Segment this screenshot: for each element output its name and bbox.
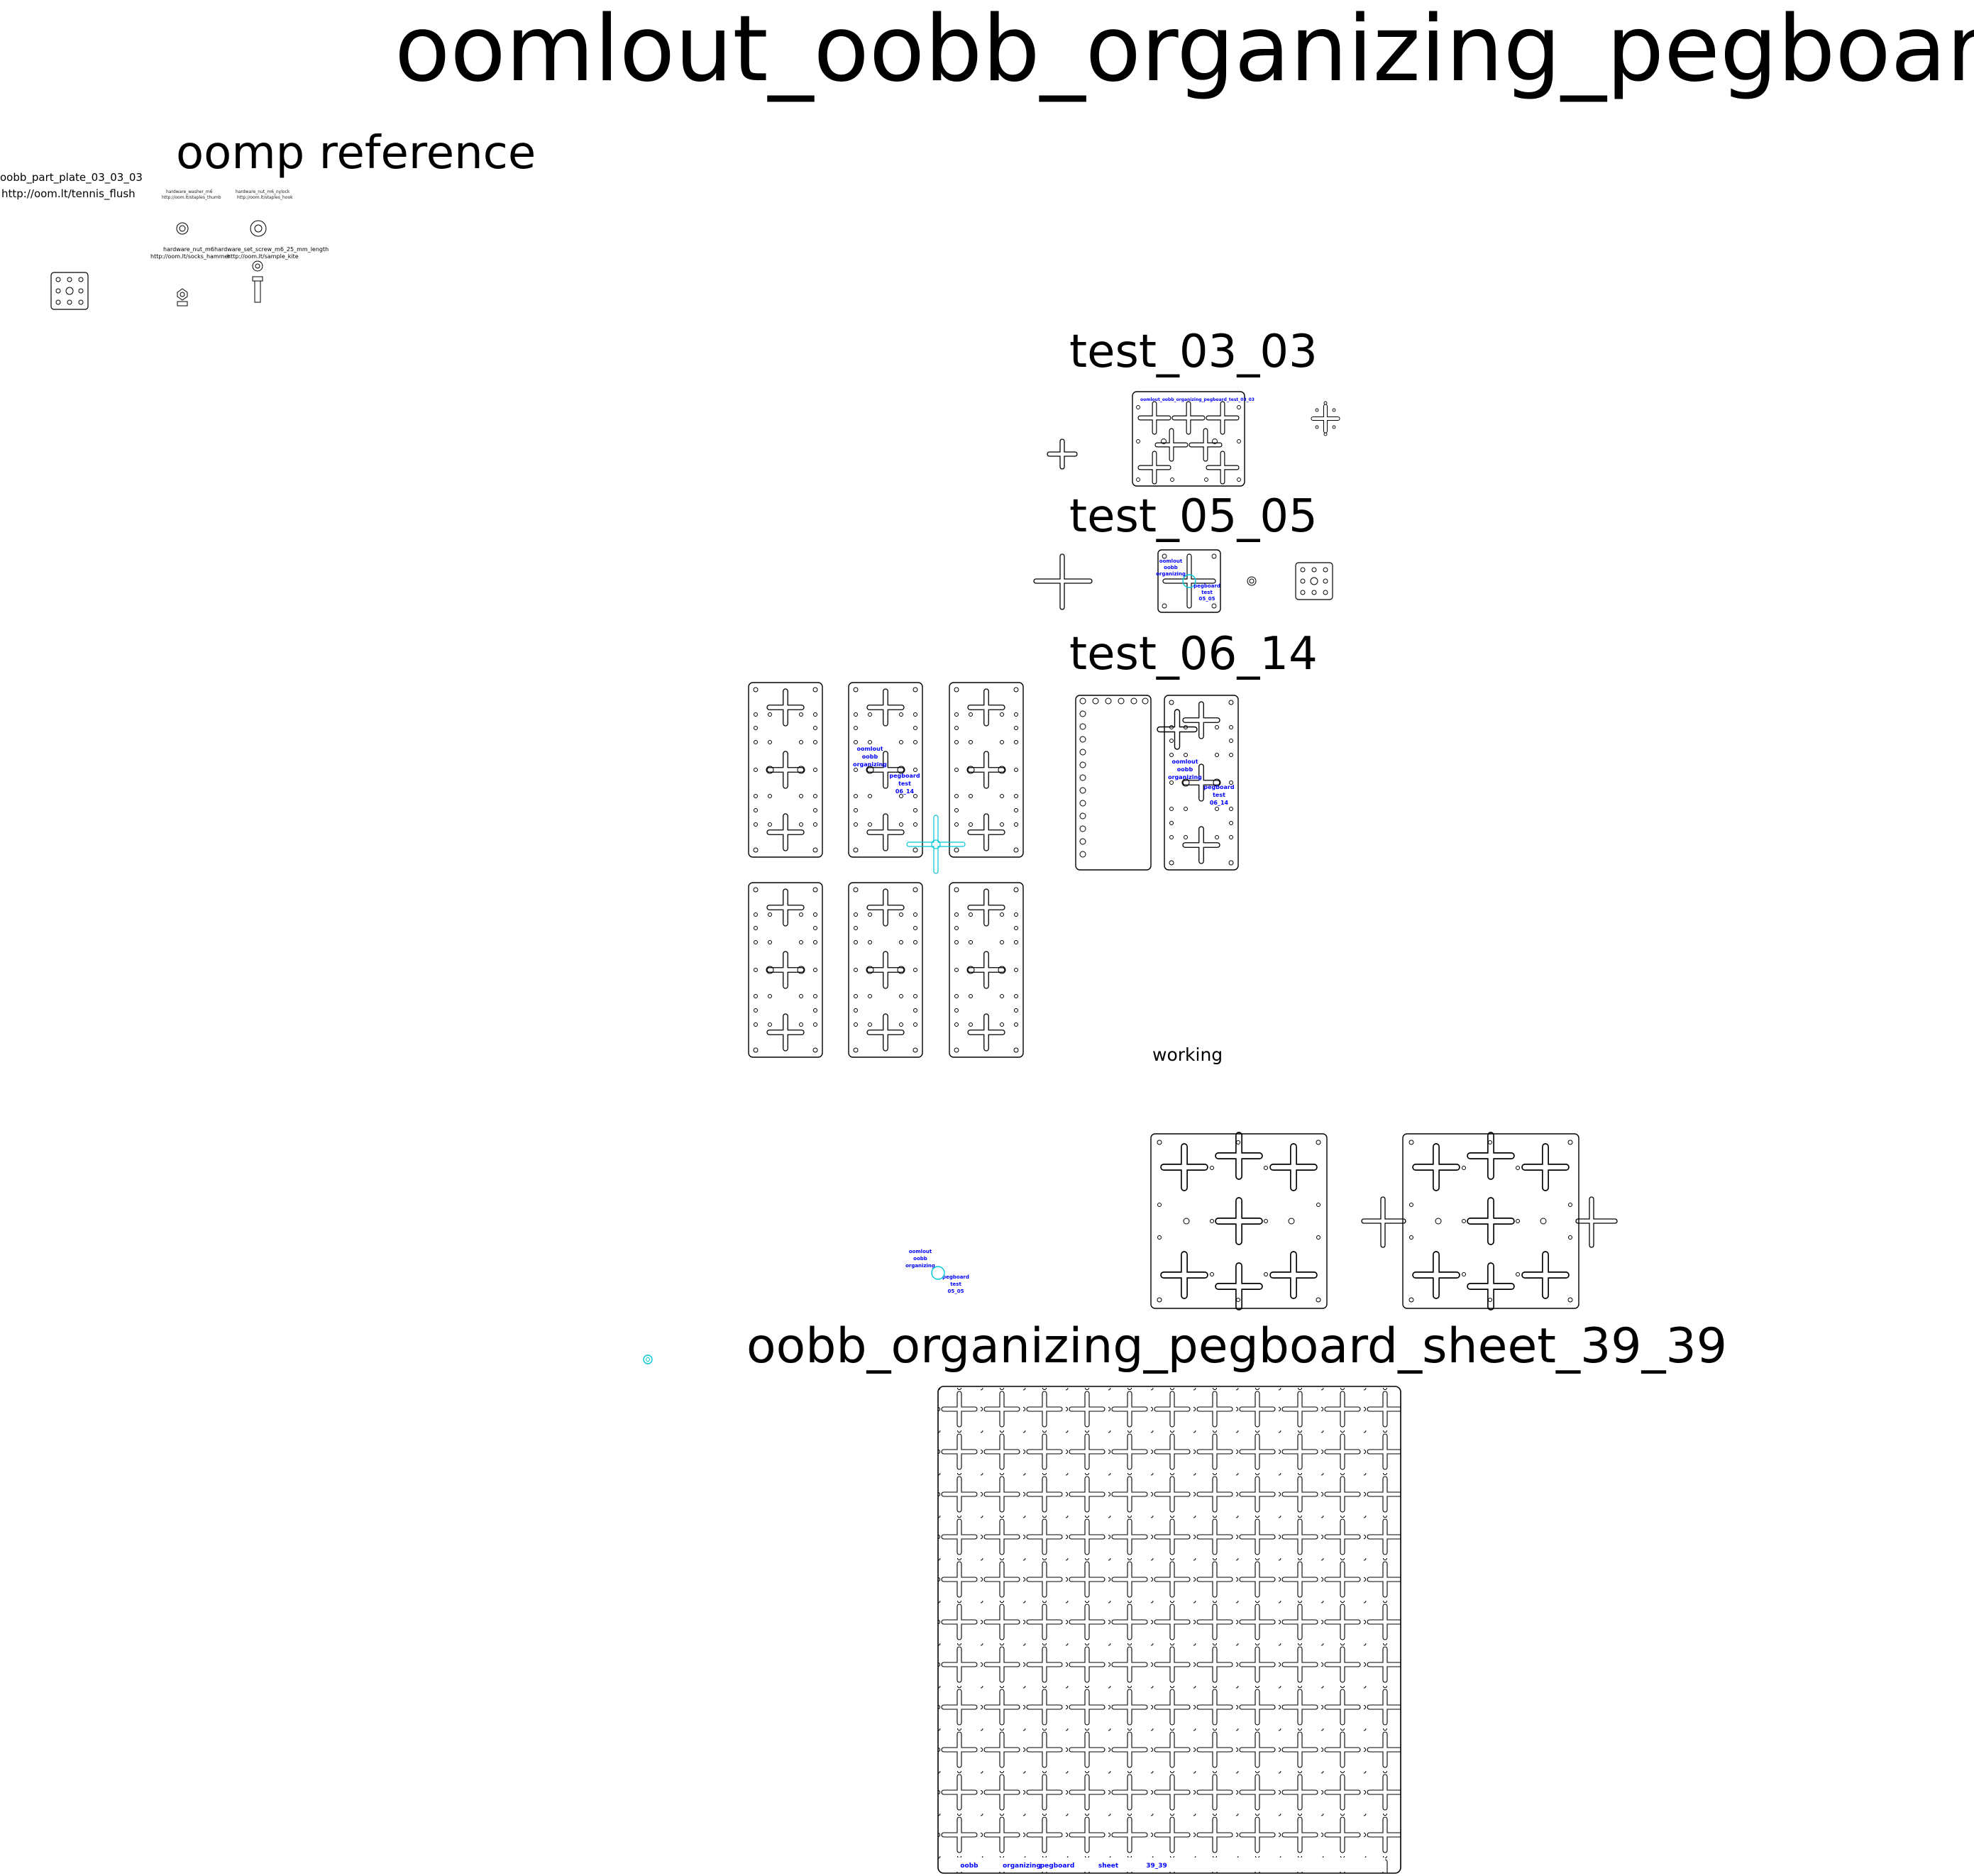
engraving-loose-b-3: 05_05 — [948, 1289, 964, 1294]
reference-screw-url: http://oom.lt/sample_kite — [227, 253, 299, 260]
test-06-highlight-cross — [906, 815, 966, 874]
test-06-engraving-a: oomlout oobb organizing pegboard test 06… — [853, 746, 920, 795]
engraving-test-03: oomlout_oobb_organizing_pegboard_test_03… — [1140, 397, 1255, 402]
engraving-t06r-a-3: organizing — [1168, 774, 1202, 780]
sheet-engrave-5: 39_39 — [1146, 1863, 1167, 1870]
test-05-small-plate — [1295, 562, 1333, 600]
engraving-loose-a-3: organizing — [905, 1263, 935, 1269]
reference-washer-url: http://oom.lt/staples_thumb — [162, 195, 221, 200]
sheet-engrave-1: oobb — [960, 1863, 978, 1870]
reference-plate-url: http://oom.lt/tennis_flush — [1, 187, 136, 200]
test-03-loose-cross — [1047, 438, 1078, 470]
loose-engraving: oomlout oobb organizing pegboard test 05… — [905, 1249, 969, 1294]
engraving-t06-b-2: test — [898, 780, 911, 787]
engraving-t05-a-1: oomlout — [1159, 558, 1183, 564]
reference-heading: oomp reference — [176, 127, 536, 180]
section-sheet: oobb_organizing_pegboard_sheet_39_39 — [746, 1318, 1728, 1374]
reference-nylock — [250, 220, 267, 237]
engraving-t06r-b-2: test — [1213, 792, 1225, 798]
reference-nut — [177, 288, 188, 307]
test-06-right-plate — [1157, 695, 1238, 870]
working-plate-right — [1361, 1132, 1618, 1310]
test-03-small-cross — [1311, 401, 1340, 436]
test-06-right-engraving: oomlout oobb organizing pegboard test 06… — [1168, 758, 1235, 806]
engraving-t05-a-2: oobb — [1164, 565, 1178, 570]
reference-plate — [50, 272, 89, 310]
engraving-t06-b-1: pegboard — [889, 773, 920, 779]
test-05-long-cross — [1033, 553, 1093, 610]
engraving-loose-b-2: test — [950, 1281, 961, 1287]
stray-marker — [643, 1354, 653, 1364]
engraving-t05-b-1: pegboard — [1193, 583, 1220, 589]
sheet-engrave-4: sheet — [1098, 1863, 1119, 1870]
reference-washer — [176, 222, 189, 235]
working-plate-left — [1151, 1132, 1327, 1310]
engraving-t05-b-2: test — [1201, 590, 1213, 595]
engraving-loose-a-2: oobb — [913, 1256, 927, 1262]
reference-nut-name: hardware_nut_m6 — [163, 246, 214, 253]
section-test-06: test_06_14 — [1069, 628, 1318, 680]
reference-screw-name: hardware_set_screw_m6_25_mm_length — [214, 246, 329, 253]
reference-nylock-url: http://oom.lt/staples_hook — [237, 195, 293, 200]
engraving-t06r-b-1: pegboard — [1203, 784, 1234, 790]
sheet-39-39: oobb organizing pegboard sheet 39_39 — [937, 1386, 1401, 1874]
engraving-t05-a-3: organizing — [1156, 571, 1186, 577]
engraving-t06r-b-3: 06_14 — [1210, 800, 1229, 806]
reference-nut-url: http://oom.lt/socks_hammer — [150, 253, 231, 260]
sheet-engrave-2: organizing — [1003, 1863, 1041, 1870]
section-working: working — [1152, 1044, 1223, 1065]
engraving-t05-b-3: 05_05 — [1199, 596, 1215, 602]
test-06-side-strip — [1075, 695, 1152, 871]
engraving-t06r-a-2: oobb — [1177, 766, 1193, 773]
engraving-t06-a-1: oomlout — [856, 746, 883, 752]
engraving-t06-a-2: oobb — [862, 754, 878, 760]
reference-washer-name: hardware_washer_m6 — [166, 189, 213, 194]
engraving-t06-b-3: 06_14 — [895, 788, 915, 795]
section-test-05: test_05_05 — [1069, 490, 1318, 543]
test-05-washer — [1247, 576, 1257, 586]
test-03-03-plate: oomlout_oobb_organizing_pegboard_test_03… — [1132, 391, 1255, 487]
engraving-t06-a-3: organizing — [853, 761, 887, 768]
page-title: oomlout_oobb_organizing_pegboard — [395, 0, 1974, 102]
test-06-plates-grid — [749, 683, 1023, 1057]
reference-screw — [252, 260, 263, 303]
section-test-03: test_03_03 — [1069, 326, 1318, 378]
engraving-loose-a-1: oomlout — [909, 1249, 932, 1254]
reference-plate-name: oobb_part_plate_03_03_03 — [0, 171, 143, 184]
sheet-engrave-3: pegboard — [1040, 1863, 1075, 1870]
reference-nylock-name: hardware_nut_m6_nylock — [236, 189, 290, 194]
engraving-loose-b-1: pegboard — [942, 1274, 969, 1280]
test-05-plate: oomlout oobb organizing pegboard test 05… — [1156, 549, 1221, 613]
engraving-t06r-a-1: oomlout — [1171, 758, 1198, 765]
